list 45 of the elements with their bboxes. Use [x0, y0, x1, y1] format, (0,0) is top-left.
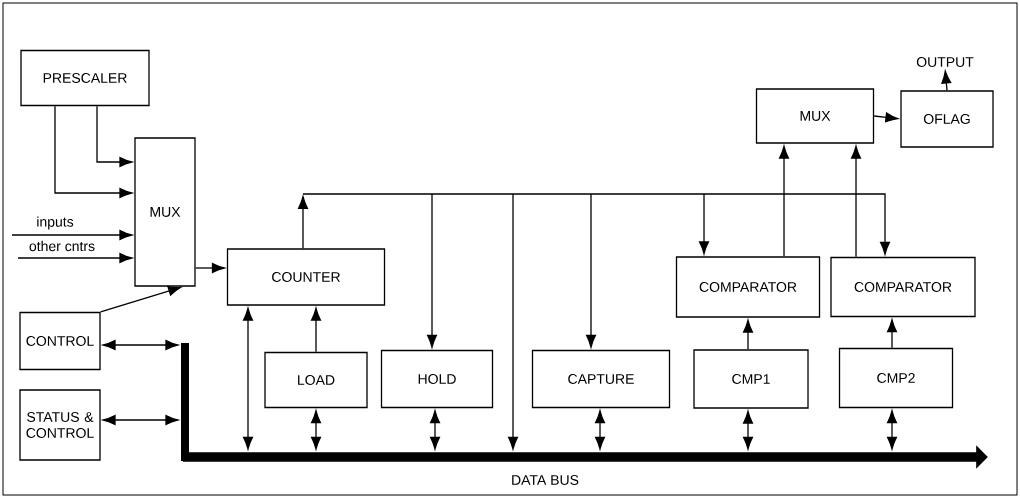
block-box: OFLAG [900, 90, 994, 148]
arrow [11, 229, 133, 241]
arrow [743, 319, 754, 350]
block-box: MUX [755, 88, 875, 144]
arrow [585, 193, 597, 348]
arrow [310, 410, 322, 450]
arrow [595, 410, 606, 450]
arrow [96, 105, 133, 168]
block-box: STATUS & CONTROL [19, 389, 101, 461]
arrow [426, 193, 438, 348]
arrow [699, 193, 710, 255]
arrow [429, 410, 441, 450]
arrow [941, 70, 952, 91]
arrow [873, 112, 899, 123]
arrow [310, 307, 322, 353]
arrow [17, 252, 133, 264]
arrow [195, 262, 225, 274]
block-box: COMPARATOR [830, 256, 976, 318]
block-box: COMPARATOR [675, 256, 821, 318]
bus-label: DATA BUS [512, 475, 579, 485]
edge-label: other cntrs [27, 239, 97, 253]
arrow [54, 105, 133, 199]
arrow [851, 145, 862, 258]
arrow [102, 415, 179, 426]
block-box: COUNTER [226, 248, 386, 306]
block-box: PRESCALER [20, 49, 150, 107]
block-box: CAPTURE [531, 349, 671, 409]
arrow [508, 193, 519, 450]
arrow [102, 339, 179, 351]
signal-label: OUTPUT [916, 57, 974, 67]
arrow [779, 145, 790, 257]
edge-label: inputs [35, 215, 75, 231]
block-box: MUX [134, 137, 196, 287]
arrow [297, 196, 309, 249]
block-box: CMP2 [838, 347, 954, 409]
arrow [887, 410, 898, 450]
block-box: CMP1 [693, 349, 809, 409]
block-box: HOLD [380, 349, 494, 409]
block-box: CONTROL [19, 311, 101, 371]
arrow [743, 410, 754, 450]
arrow [242, 307, 254, 450]
arrow [887, 319, 898, 349]
arrow [302, 193, 891, 255]
block-box: LOAD [264, 351, 368, 409]
arrow [100, 286, 182, 313]
